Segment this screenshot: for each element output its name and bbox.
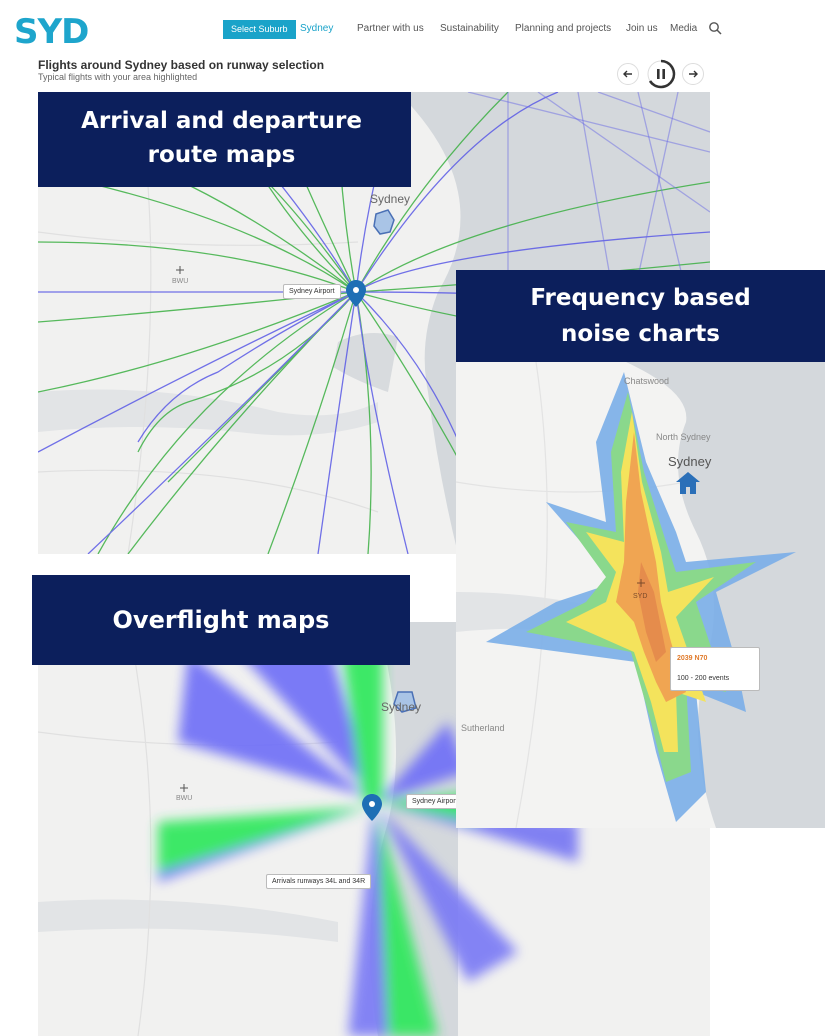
- overflight-city-label: Sydney: [381, 700, 422, 714]
- noise-chatswood-label: Chatswood: [624, 376, 670, 386]
- nav-link-sustainability[interactable]: Sustainability: [440, 23, 499, 34]
- route-maps-label-line1: Arrival and departure: [81, 108, 362, 134]
- pause-icon: [647, 59, 676, 89]
- noise-north-sydney-label: North Sydney: [656, 432, 711, 442]
- map-subtitle: Typical flights with your area highlight…: [38, 72, 198, 82]
- next-button[interactable]: [682, 63, 704, 85]
- overflight-maps-label: Overflight maps: [32, 575, 410, 665]
- previous-button[interactable]: [617, 63, 639, 85]
- nav-link-partner[interactable]: Partner with us: [357, 23, 424, 34]
- noise-sutherland-label: Sutherland: [461, 723, 505, 733]
- noise-legend-value: 100 - 200 events: [677, 675, 730, 682]
- route-map-airport-tag[interactable]: Sydney Airport: [283, 284, 341, 299]
- overflight-map-canvas: [38, 622, 578, 1036]
- route-maps-label: Arrival and departure route maps: [38, 92, 411, 187]
- noise-charts-label-line2: noise charts: [561, 321, 720, 347]
- home-icon: [676, 472, 700, 494]
- nav-link-planning[interactable]: Planning and projects: [515, 23, 612, 34]
- noise-city-label: Sydney: [668, 454, 712, 469]
- noise-legend-tooltip: 2039 N70 100 - 200 events: [670, 647, 760, 691]
- pause-button[interactable]: [645, 58, 677, 90]
- noise-legend-title: 2039 N70: [677, 655, 708, 662]
- select-suburb-button[interactable]: Select Suburb: [223, 20, 296, 39]
- noise-contour-orange: [616, 432, 686, 702]
- arrow-left-icon: [623, 70, 632, 78]
- noise-charts-label-line1: Frequency based: [530, 285, 751, 311]
- search-icon[interactable]: [708, 21, 722, 35]
- overflight-runway-tag[interactable]: Arrivals runways 34L and 34R: [266, 874, 372, 889]
- route-map-city-label: Sydney: [370, 192, 411, 206]
- noise-charts-label: Frequency based noise charts: [456, 270, 825, 362]
- nav-link-join[interactable]: Join us: [626, 23, 658, 34]
- nav-link-sydney[interactable]: Sydney: [300, 23, 334, 34]
- top-nav: SYD Select Suburb Sydney Partner with us…: [0, 0, 825, 58]
- route-maps-label-line2: route maps: [147, 142, 296, 168]
- nav-link-media[interactable]: Media: [670, 23, 698, 34]
- map-title: Flights around Sydney based on runway se…: [38, 58, 325, 72]
- overflight-airport-tag[interactable]: Sydney Airport: [406, 794, 464, 809]
- overflight-bwu-label: BWU: [176, 795, 193, 802]
- airport-pin-icon: [346, 280, 366, 307]
- noise-chart-panel[interactable]: Sydney Chatswood North Sydney Sutherland…: [456, 362, 825, 828]
- route-map-bwu-label: BWU: [172, 278, 189, 285]
- noise-syd-label: SYD: [633, 593, 648, 600]
- overflight-airport-pin-icon: [362, 794, 382, 821]
- syd-logo[interactable]: SYD: [14, 12, 89, 52]
- arrow-right-icon: [689, 70, 698, 78]
